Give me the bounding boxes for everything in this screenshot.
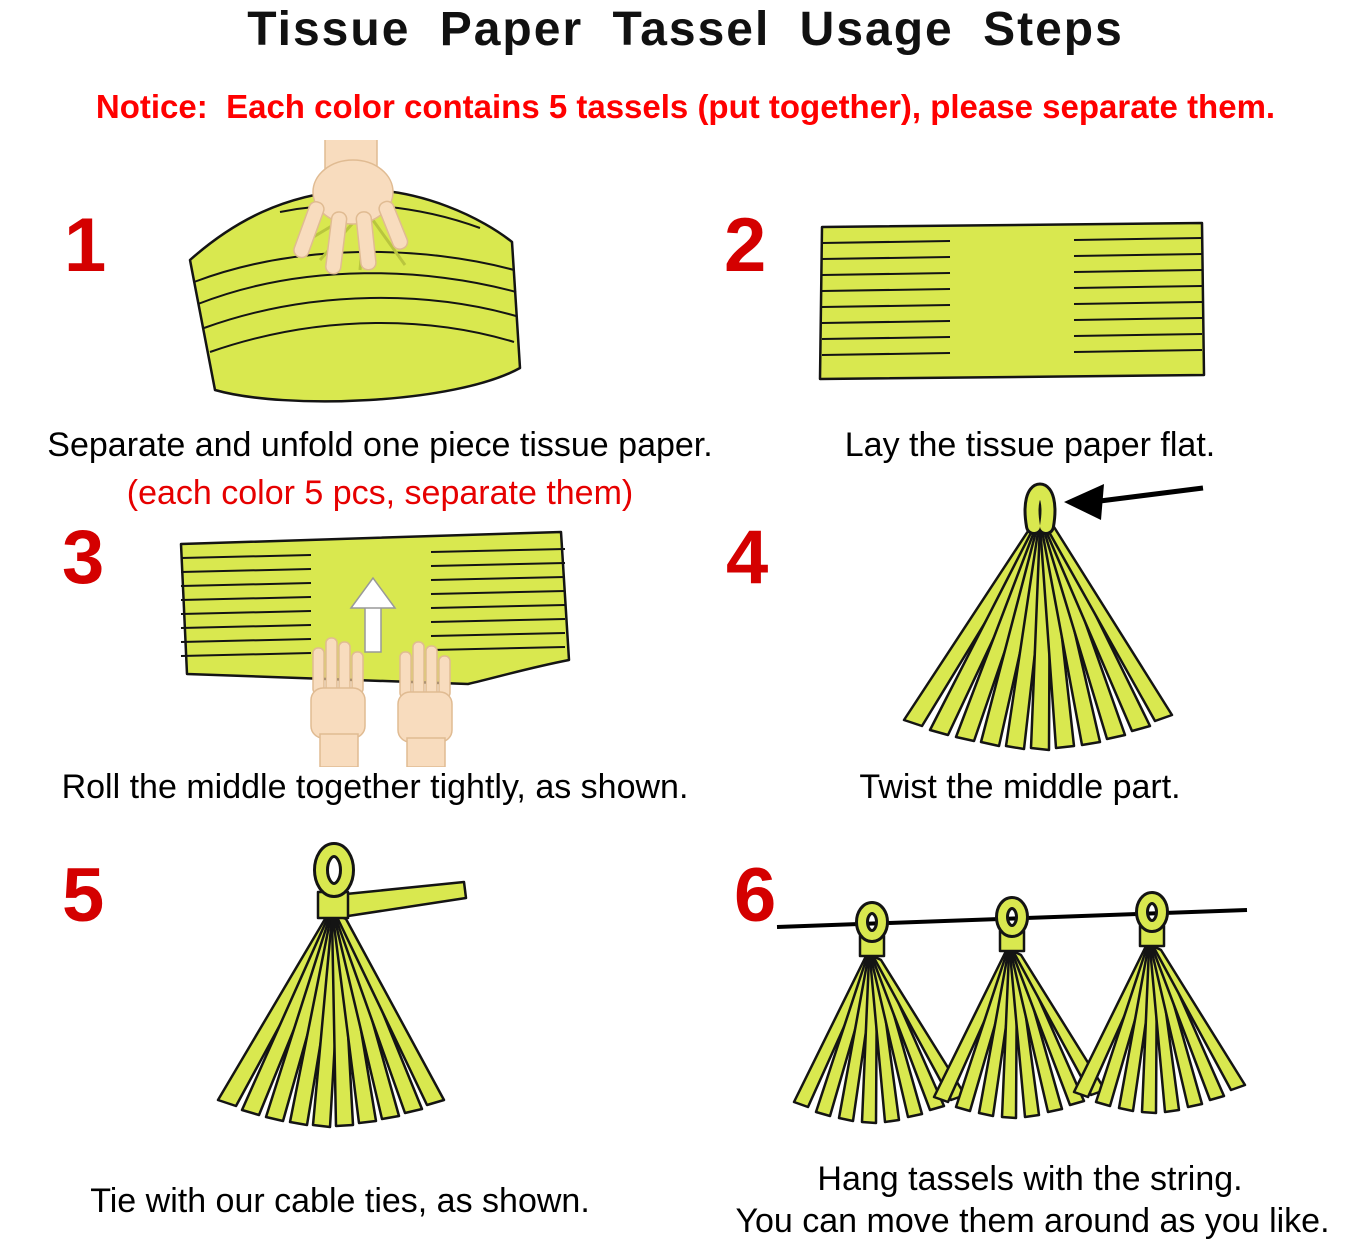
- step-1-subcaption: (each color 5 pcs, separate them): [126, 474, 634, 512]
- step-4-caption: Twist the middle part.: [859, 768, 1181, 806]
- step-4-illustration-twisted-tassel: [902, 482, 1204, 752]
- step-1-caption: Separate and unfold one piece tissue pap…: [47, 426, 713, 464]
- hand-icon: [293, 140, 409, 275]
- step-6-caption-line2: You can move them around as you like.: [735, 1202, 1330, 1240]
- step-5-illustration-tassel-with-cable-tie: [216, 842, 468, 1129]
- left-hand-icon: [310, 637, 366, 767]
- tassel-icon: [902, 482, 1174, 752]
- page-title: Tissue Paper Tassel Usage Steps: [247, 3, 1124, 56]
- step-2-caption: Lay the tissue paper flat.: [844, 426, 1216, 464]
- step-6-caption: Hang tassels with the string.: [817, 1160, 1243, 1198]
- tassel-icon: [216, 842, 468, 1129]
- step-1-illustration-hand-unfolding-tissue: [188, 140, 522, 403]
- fringed-tissue-icon: [818, 221, 1206, 381]
- step-2-illustration-flat-fringed-tissue: [818, 221, 1206, 381]
- cable-tie-icon: [316, 880, 468, 920]
- step-1-number: 1: [64, 203, 107, 288]
- up-arrow-icon: [349, 576, 397, 653]
- step-3-caption: Roll the middle together tightly, as sho…: [61, 768, 689, 806]
- step-3-illustration-hands-rolling-middle: [179, 530, 571, 767]
- step-4-number: 4: [726, 515, 769, 600]
- right-hand-icon: [397, 641, 453, 767]
- tissue-paper-icon: [188, 188, 522, 403]
- step-2-number: 2: [724, 203, 767, 288]
- step-6-number: 6: [734, 853, 777, 938]
- step-6-illustration-three-tassels-on-string: [776, 882, 1252, 1137]
- pointer-arrow-icon: [1064, 484, 1204, 520]
- step-5-number: 5: [62, 853, 105, 938]
- notice-text: Notice: Each color contains 5 tassels (p…: [95, 88, 1276, 125]
- step-3-number: 3: [62, 515, 105, 600]
- step-5-caption: Tie with our cable ties, as shown.: [90, 1182, 590, 1220]
